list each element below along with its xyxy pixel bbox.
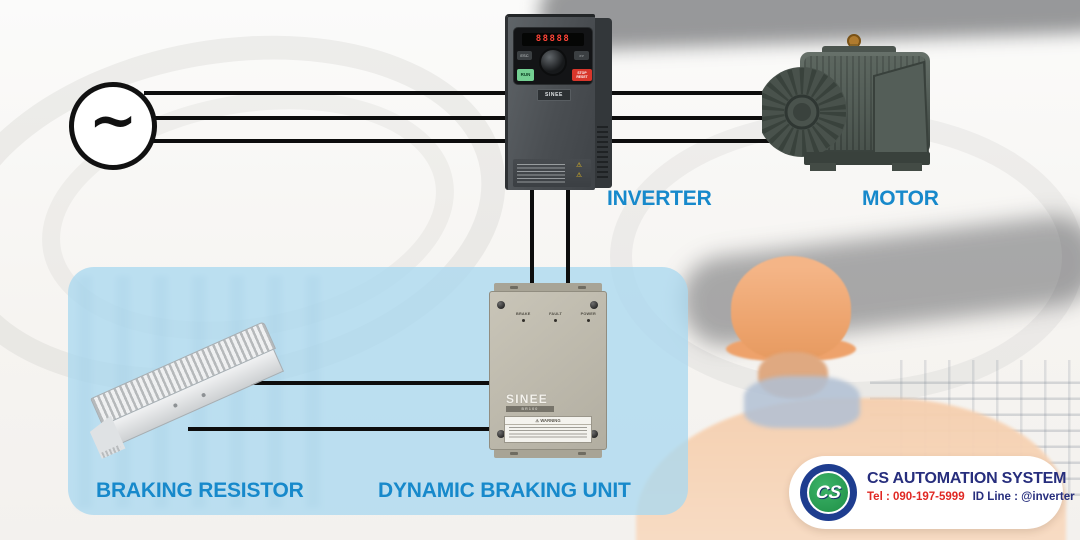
inverter-segment-display: 88888 [522,33,584,46]
company-tel: Tel : 090-197-5999 [867,491,965,503]
wire-source-inverter-2 [144,116,510,120]
inverter-device: 88888 ESC >> RUN STOP RESET SINEE ⚠⚠ [505,14,612,190]
screw-icon [497,430,505,438]
company-name: CS AUTOMATION SYSTEM [867,470,1067,487]
sine-wave-icon: ~ [88,86,138,154]
dbu-led-brake: BRAKE [516,312,531,322]
inverter-label: INVERTER [607,187,712,210]
wire-inverter-motor-1 [606,91,802,95]
dbu-enclosure: BRAKE FAULT POWER SINEE BR100 ⚠ WARNING [489,291,607,450]
inverter-front-cover: 88888 ESC >> RUN STOP RESET SINEE ⚠⚠ [505,14,595,190]
wire-inverter-dbu-2 [566,188,570,290]
resistor-mount-hole [200,392,207,398]
dbu-mount-slot [510,286,518,289]
dbu-led-row: BRAKE FAULT POWER [516,312,596,322]
wire-inverter-motor-3 [606,139,802,143]
company-id-line: ID Line : @inverter [972,491,1075,503]
company-logo-pill: CS CS AUTOMATION SYSTEM Tel : 090-197-59… [789,456,1075,529]
led-dot-icon [586,318,590,322]
dynamic-braking-unit-device: BRAKE FAULT POWER SINEE BR100 ⚠ WARNING [489,283,607,458]
inverter-spec-label: ⚠⚠ [513,159,591,187]
dbu-mount-slot [578,286,586,289]
dbu-top-flange [494,283,602,292]
worker-hardhat [731,256,851,360]
led-dot-icon [554,318,558,322]
resistor-mount-hole [172,402,179,409]
warning-triangle-icons: ⚠⚠ [576,162,582,180]
dbu-led-power: POWER [581,312,596,322]
led-dot-icon [521,318,525,322]
company-text-block: CS AUTOMATION SYSTEM Tel : 090-197-5999 I… [867,470,1075,503]
inverter-spec-text-lines [517,164,565,183]
inverter-esc-button: ESC [517,51,532,60]
dbu-mount-slot [578,452,586,455]
motor-radial-fins [762,68,846,156]
wire-resistor-dbu-1 [248,381,493,385]
inverter-shift-button: >> [574,51,589,60]
inverter-run-button: RUN [517,69,534,81]
dbu-mount-slot [510,452,518,455]
cs-monogram: CS [814,482,843,502]
wire-resistor-dbu-2 [188,427,493,431]
dynamic-braking-unit-label: DYNAMIC BRAKING UNIT [378,479,631,502]
screw-icon [497,301,505,309]
inverter-brand-badge: SINEE [537,89,571,101]
wire-source-inverter-1 [144,91,510,95]
motor-end-cover [873,60,930,155]
screw-icon [590,430,598,438]
inverter-keypad-panel: 88888 ESC >> RUN STOP RESET [513,27,593,85]
braking-resistor-device [92,321,307,462]
company-contact-line: Tel : 090-197-5999 ID Line : @inverter [867,491,1075,503]
dbu-bottom-flange [494,449,602,458]
inverter-stop-reset-button: STOP RESET [572,69,592,81]
motor-device [762,34,930,171]
wire-source-inverter-3 [144,139,510,143]
cs-logo-icon: CS [800,464,857,521]
dbu-warning-text-lines [509,427,587,440]
resistor-rotated-group [90,321,287,451]
wire-inverter-dbu-1 [530,188,534,290]
worker-collar [744,376,860,428]
inverter-side-heatsink [593,18,612,188]
dbu-led-fault: FAULT [549,312,562,322]
motor-label: MOTOR [862,187,939,210]
inverter-vent-slots [597,126,608,178]
cs-logo-inner-circle: CS [807,471,850,514]
braking-resistor-label: BRAKING RESISTOR [96,479,304,502]
inverter-jog-knob [539,48,567,76]
screw-icon [590,301,598,309]
dbu-warning-title: ⚠ WARNING [505,417,591,425]
motor-base [804,152,930,165]
wire-inverter-motor-2 [606,116,802,120]
resistor-end-teeth [101,445,122,459]
dbu-warning-label: ⚠ WARNING [504,416,592,443]
ac-source-symbol: ~ [69,82,157,170]
dbu-brand-logo: SINEE [506,392,549,406]
dbu-model-badge: BR100 [506,406,554,412]
